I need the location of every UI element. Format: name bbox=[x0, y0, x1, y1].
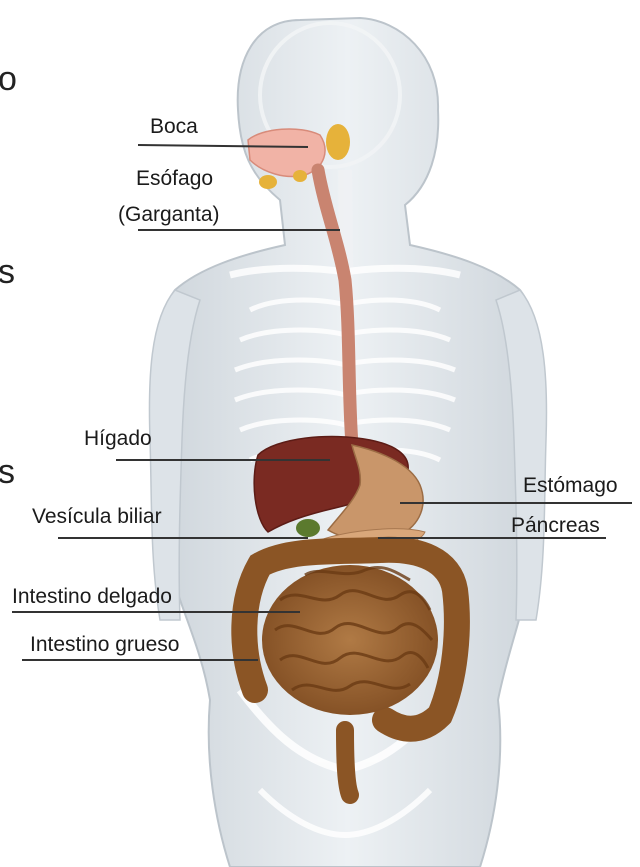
label-garganta: (Garganta) bbox=[118, 204, 220, 225]
label-boca: Boca bbox=[150, 116, 198, 137]
small-intestine-organ bbox=[262, 565, 438, 715]
label-intestino-grueso: Intestino grueso bbox=[30, 634, 179, 655]
label-estomago: Estómago bbox=[523, 475, 618, 496]
label-higado: Hígado bbox=[84, 428, 152, 449]
label-intestino-delgado: Intestino delgado bbox=[12, 586, 172, 607]
gallbladder-organ bbox=[296, 519, 320, 537]
edge-text-middle: s bbox=[0, 255, 15, 289]
edge-text-top: o bbox=[0, 62, 17, 96]
label-vesicula: Vesícula biliar bbox=[32, 506, 162, 527]
label-esofago: Esófago bbox=[136, 168, 213, 189]
edge-text-lower: s bbox=[0, 455, 15, 489]
label-pancreas: Páncreas bbox=[511, 515, 600, 536]
